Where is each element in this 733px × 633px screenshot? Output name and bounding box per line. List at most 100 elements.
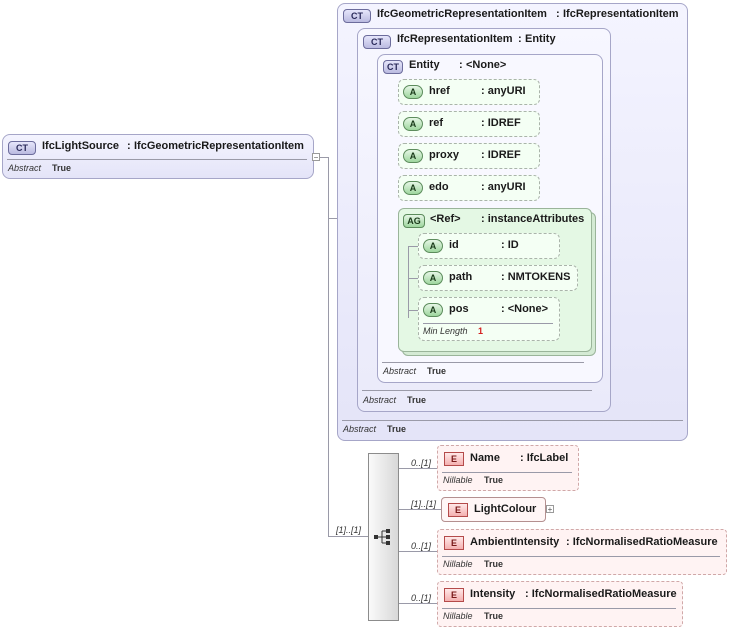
attribute-group-badge: AG — [403, 214, 425, 228]
entity-type-name: Entity — [409, 59, 440, 71]
complex-type-badge: CT — [8, 141, 36, 155]
element-badge: E — [444, 588, 464, 602]
geo-abstract-value: True — [387, 424, 407, 434]
attribute-name: proxy — [429, 149, 459, 161]
pos-divider — [423, 323, 553, 324]
attribute-proxy[interactable]: A proxy : IDREF — [398, 143, 540, 169]
rep-type-base: Entity — [525, 33, 556, 45]
attribute-name: id — [449, 239, 459, 251]
attribute-badge: A — [403, 85, 423, 99]
element-multiplicity: 0..[1] — [411, 593, 432, 603]
connector-root-out — [314, 157, 328, 158]
nillable-value: True — [484, 611, 504, 621]
root-abstract-label: Abstract — [8, 163, 42, 173]
attribute-id[interactable]: A id : ID — [418, 233, 560, 259]
connector-to-geo — [328, 218, 338, 219]
geo-divider — [342, 420, 683, 421]
entity-abstract-label: Abstract — [383, 366, 417, 376]
root-divider — [7, 159, 307, 160]
entity-type-base: <None> — [466, 59, 507, 71]
root-type-sep: : — [127, 140, 131, 152]
attribute-badge: A — [423, 303, 443, 317]
geo-abstract-label: Abstract — [343, 424, 377, 434]
attribute-type: : IDREF — [481, 117, 521, 129]
element-name-label: Name — [470, 452, 500, 464]
sequence-multiplicity: [1]..[1] — [336, 525, 362, 535]
attribute-name: href — [429, 85, 450, 97]
connector-ag-path — [408, 278, 420, 279]
connector-ag-pos — [408, 310, 420, 311]
element-divider — [442, 556, 720, 557]
element-multiplicity: 0..[1] — [411, 458, 432, 468]
geo-type-sep: : — [556, 8, 560, 20]
connector-el-intensity — [398, 603, 438, 604]
geo-type-name: IfcGeometricRepresentationItem — [377, 8, 547, 20]
entity-type-sep: : — [459, 59, 463, 71]
element-divider — [442, 472, 572, 473]
attribute-type: : anyURI — [481, 85, 526, 97]
attribute-type: : <None> — [501, 303, 549, 315]
rep-abstract-value: True — [407, 395, 427, 405]
element-badge: E — [444, 536, 464, 550]
complex-type-badge: CT — [363, 35, 391, 49]
attribute-type: : IDREF — [481, 149, 521, 161]
connector-el-name — [398, 468, 438, 469]
connector-el-ambient — [398, 551, 438, 552]
element-name-label: AmbientIntensity — [470, 536, 560, 548]
root-type-name: IfcLightSource — [42, 140, 120, 152]
pos-min-length-value: 1 — [478, 326, 484, 336]
root-abstract-value: True — [52, 163, 72, 173]
nillable-value: True — [484, 559, 504, 569]
root-type-base: IfcGeometricRepresentationItem — [134, 140, 304, 152]
element-badge: E — [444, 452, 464, 466]
attribute-name: edo — [429, 181, 449, 193]
element-ambient-intensity[interactable]: E AmbientIntensity : IfcNormalisedRatioM… — [437, 529, 727, 575]
root-complex-type[interactable]: CT IfcLightSource : IfcGeometricRepresen… — [2, 134, 314, 179]
attribute-type: : ID — [501, 239, 519, 251]
connector-ag-id — [408, 246, 420, 247]
attribute-group-type: : instanceAttributes — [481, 213, 585, 225]
attribute-pos[interactable]: A pos : <None> Min Length 1 — [418, 297, 560, 341]
rep-type-name: IfcRepresentationItem — [397, 33, 513, 45]
root-collapse-toggle[interactable]: − — [312, 153, 320, 162]
sequence-compositor[interactable] — [368, 453, 399, 621]
attribute-path[interactable]: A path : NMTOKENS — [418, 265, 578, 291]
element-lightcolour[interactable]: E LightColour — [441, 497, 546, 522]
element-type: : IfcNormalisedRatioMeasure — [525, 588, 677, 600]
element-multiplicity: [1]..[1] — [411, 499, 437, 509]
element-type: : IfcLabel — [520, 452, 569, 464]
expand-toggle[interactable]: + — [546, 505, 554, 514]
sequence-icon — [374, 529, 390, 545]
element-multiplicity: 0..[1] — [411, 541, 432, 551]
attribute-ref[interactable]: A ref : IDREF — [398, 111, 540, 137]
pos-min-length-label: Min Length — [423, 326, 468, 336]
rep-abstract-label: Abstract — [363, 395, 397, 405]
complex-type-badge: CT — [343, 9, 371, 23]
nillable-label: Nillable — [443, 559, 473, 569]
element-intensity[interactable]: E Intensity : IfcNormalisedRatioMeasure … — [437, 581, 683, 627]
element-name[interactable]: E Name : IfcLabel Nillable True — [437, 445, 579, 491]
entity-divider — [382, 362, 584, 363]
connector-root-trunk — [328, 157, 329, 536]
rep-divider — [362, 390, 592, 391]
attribute-badge: A — [423, 239, 443, 253]
element-badge: E — [448, 503, 468, 517]
attribute-type: : anyURI — [481, 181, 526, 193]
attribute-badge: A — [403, 149, 423, 163]
entity-abstract-value: True — [427, 366, 447, 376]
attribute-href[interactable]: A href : anyURI — [398, 79, 540, 105]
rep-type-sep: : — [518, 33, 522, 45]
element-name-label: LightColour — [474, 503, 537, 515]
element-type: : IfcNormalisedRatioMeasure — [566, 536, 718, 548]
attribute-name: ref — [429, 117, 444, 129]
nillable-value: True — [484, 475, 504, 485]
complex-type-badge: CT — [383, 60, 403, 74]
connector-ag-trunk — [408, 246, 409, 318]
attribute-edo[interactable]: A edo : anyURI — [398, 175, 540, 201]
nillable-label: Nillable — [443, 611, 473, 621]
attribute-badge: A — [403, 181, 423, 195]
nillable-label: Nillable — [443, 475, 473, 485]
attribute-name: pos — [449, 303, 469, 315]
element-divider — [442, 608, 676, 609]
attribute-badge: A — [403, 117, 423, 131]
